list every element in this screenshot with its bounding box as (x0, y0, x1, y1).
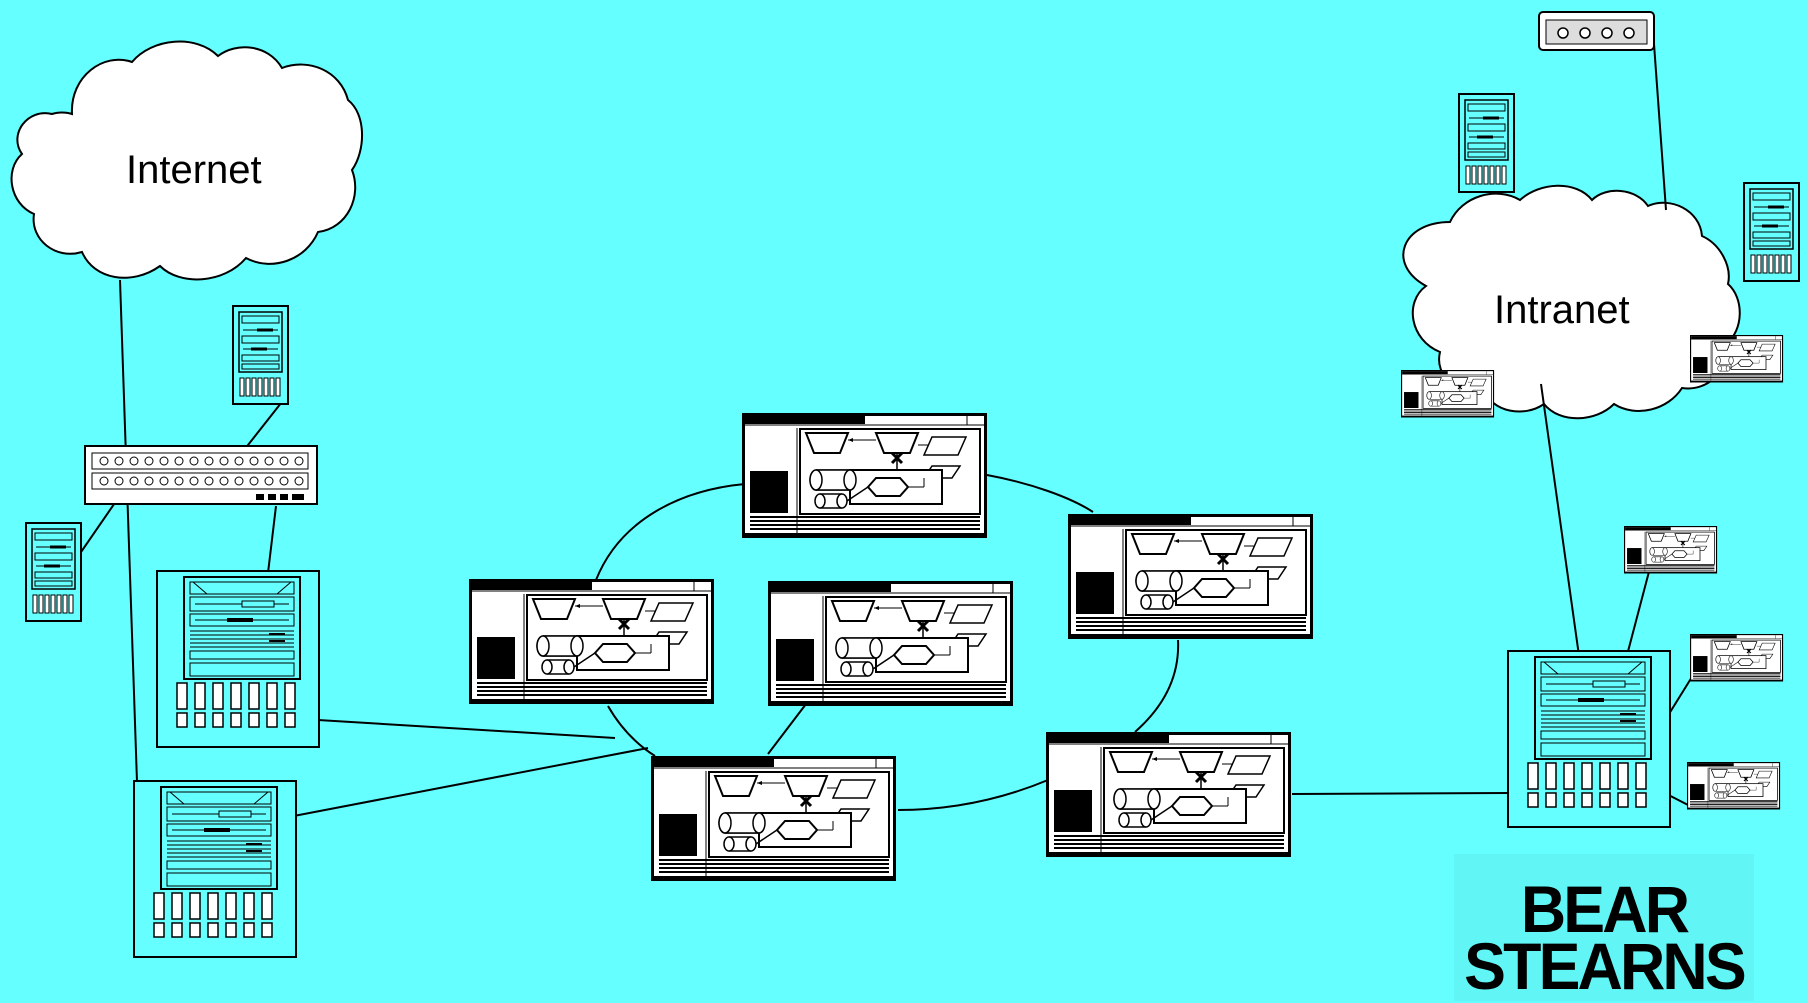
tower-server-icon (24, 521, 83, 623)
tower-server-icon (231, 304, 290, 406)
modem-icon (1538, 11, 1655, 51)
workstation-screen-icon (1044, 730, 1293, 859)
mainframe-cabinet-icon (132, 779, 298, 959)
workstation-screen-icon (740, 411, 989, 540)
workstation-screen-icon (649, 754, 898, 883)
tower-server-icon (1742, 181, 1801, 283)
mainframe-cabinet-icon (155, 569, 321, 749)
tower-server-icon (1457, 92, 1516, 194)
bear-stearns-logo: BEAR STEARNS (1454, 854, 1754, 1001)
network-hub-icon (84, 445, 318, 505)
intranet-cloud-label: Intranet (1494, 288, 1630, 332)
internet-cloud-label: Internet (126, 148, 262, 192)
workstation-screen-icon (1689, 633, 1784, 683)
workstation-screen-icon (467, 577, 716, 706)
logo-line-2: STEARNS (1464, 929, 1747, 1003)
workstation-screen-icon (1623, 525, 1718, 575)
logo-line-1: BEAR (1520, 872, 1690, 946)
workstation-screen-icon (1066, 512, 1315, 641)
intranet-cloud-icon (1402, 184, 1741, 420)
workstation-screen-icon (1400, 369, 1495, 419)
workstation-screen-icon (1686, 761, 1781, 811)
mainframe-cabinet-icon (1506, 649, 1672, 829)
workstation-screen-icon (1689, 334, 1784, 384)
internet-cloud-icon (10, 40, 363, 281)
workstation-screen-icon (766, 579, 1015, 708)
